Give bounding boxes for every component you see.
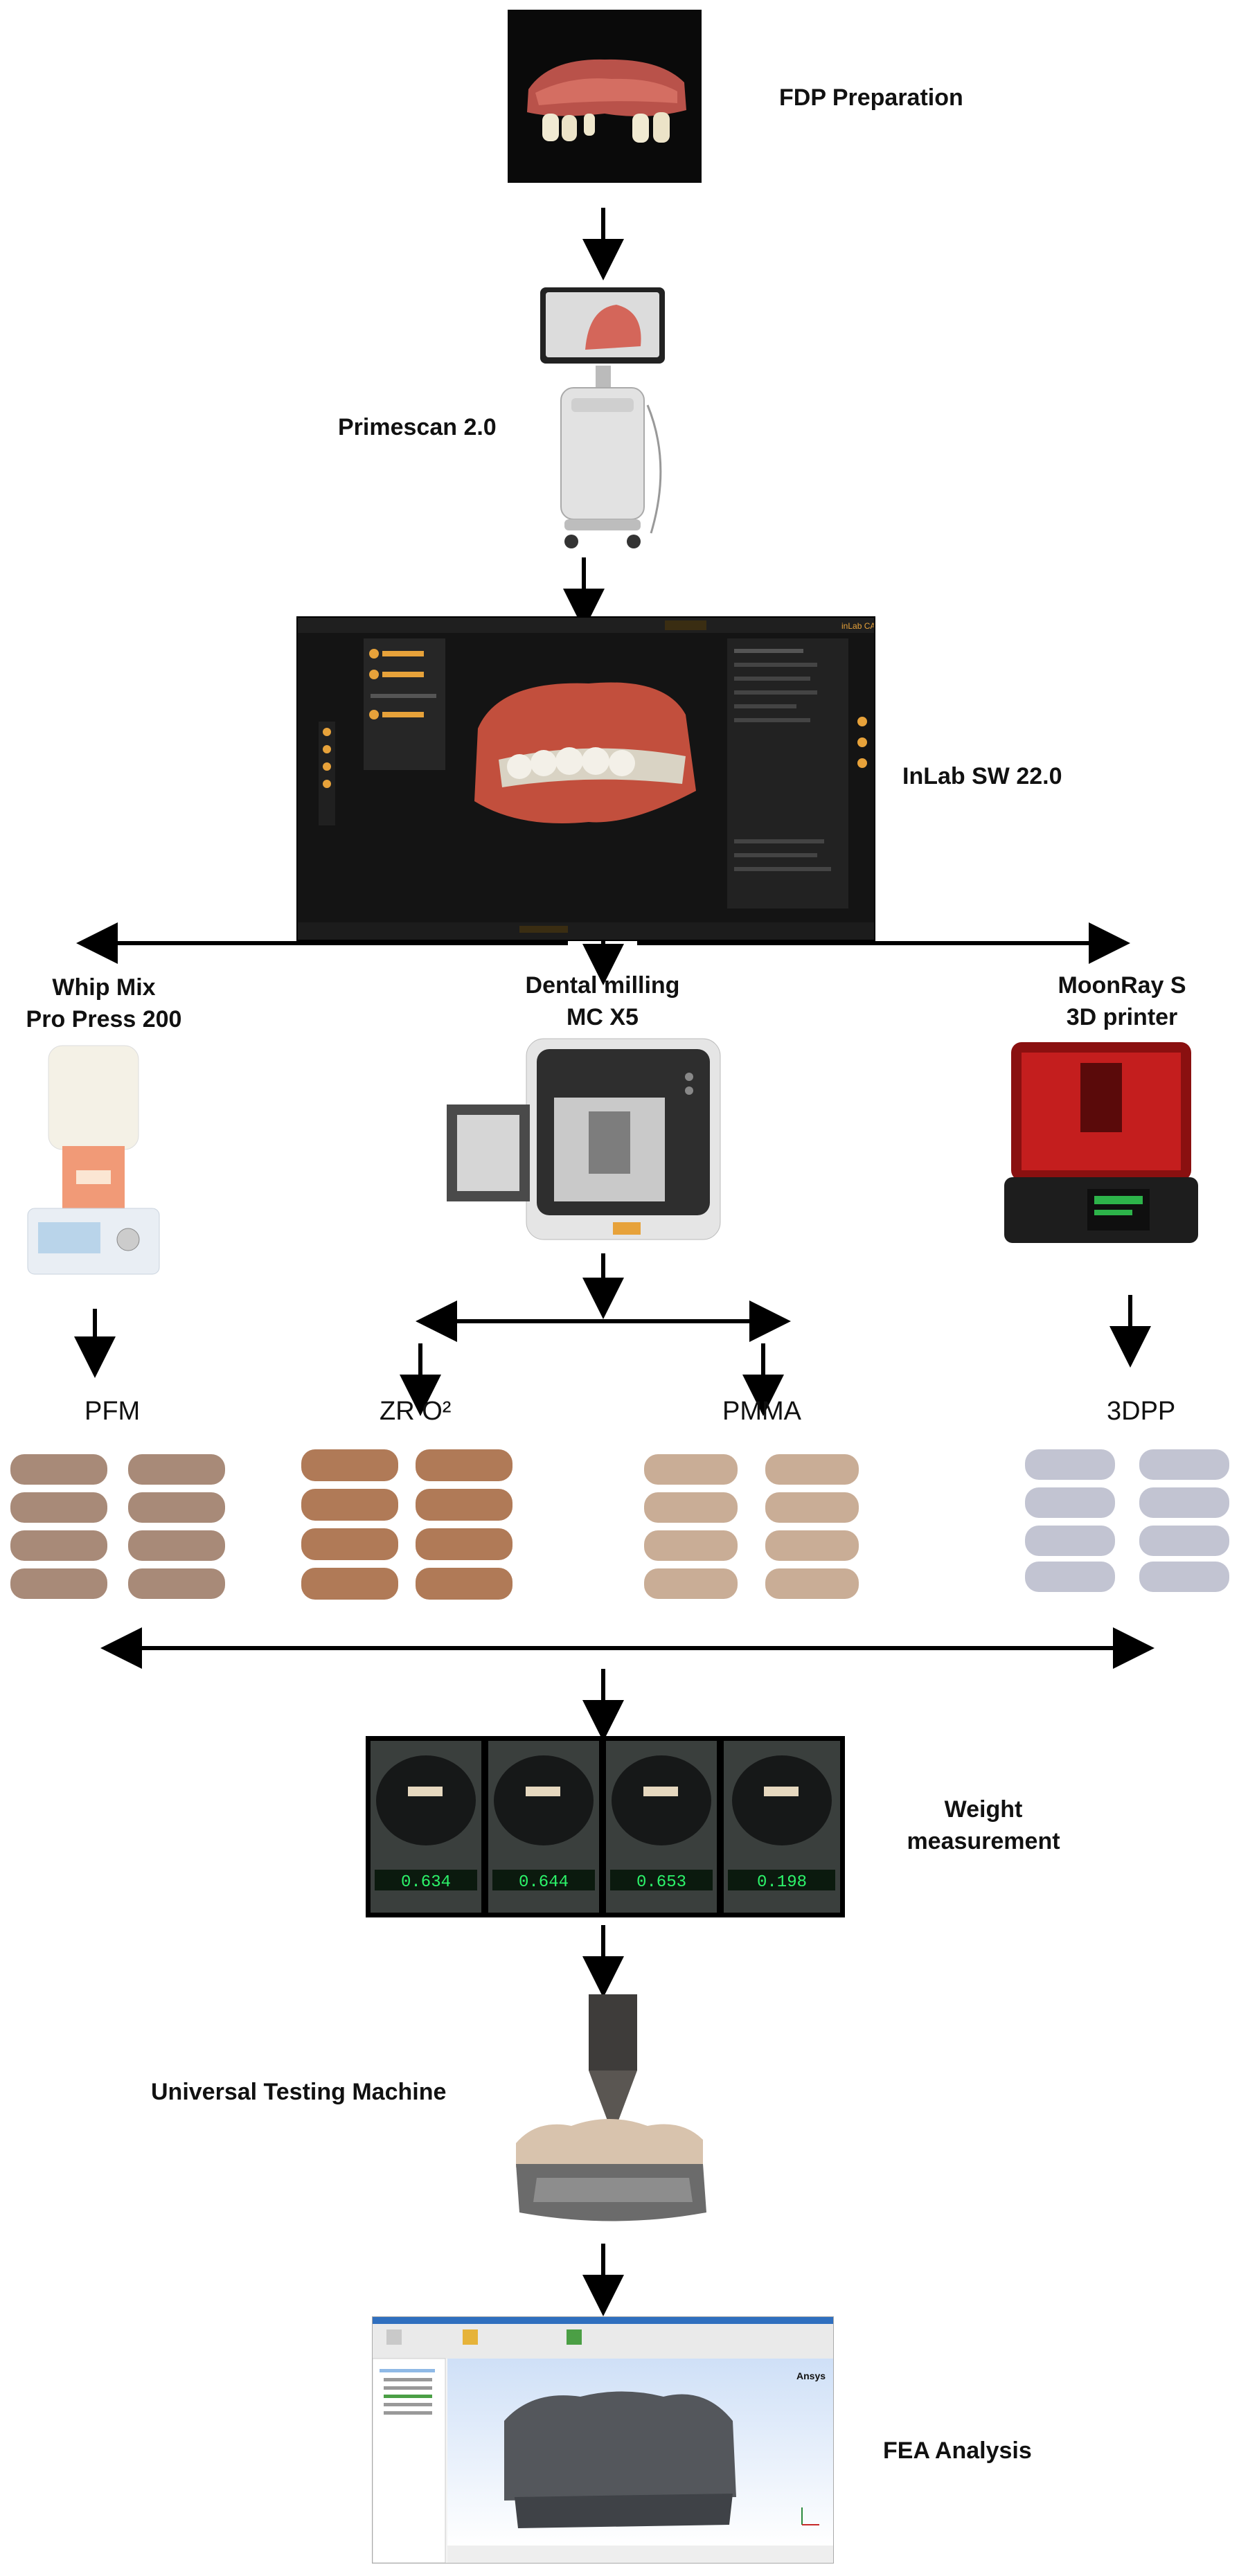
whip-mix-label-line1: Whip Mix [52, 974, 156, 1001]
primescan-device [533, 284, 672, 554]
primescan-cart-illustration [540, 287, 665, 548]
specimen-crown [1139, 1449, 1229, 1480]
specimen-crown [416, 1528, 512, 1560]
scale-photo-3: 0.653 [606, 1741, 717, 1913]
whip-mix-furnace [24, 1042, 163, 1285]
specimen-crown [1025, 1487, 1115, 1518]
fea-analysis-label: FEA Analysis [883, 2438, 1032, 2464]
specimen-crown [128, 1568, 225, 1599]
moonray-label: MoonRay S 3D printer [1018, 969, 1226, 1033]
specimens-pfm [10, 1454, 225, 1599]
specimen-crown [10, 1568, 107, 1599]
dental-model-illustration [527, 59, 686, 143]
specimen-crown [416, 1449, 512, 1481]
specimen-crown [301, 1568, 398, 1600]
scale-photo-2: 0.644 [488, 1741, 599, 1913]
specimen-crown [416, 1568, 512, 1600]
specimen-crown [128, 1492, 225, 1523]
specimen-crown [1025, 1526, 1115, 1556]
ansys-screenshot: Ansys [372, 2316, 834, 2564]
3d-printer-illustration [1004, 1042, 1198, 1243]
inlab-brand-text: inLab CAD [841, 621, 874, 631]
fdp-model-photo [508, 10, 702, 183]
specimen-crown [128, 1454, 225, 1485]
scale-readout-3: 0.653 [636, 1873, 686, 1892]
inlab-label: InLab SW 22.0 [902, 763, 1062, 789]
specimen-crown [301, 1528, 398, 1560]
moonray-label-line2: 3D printer [1066, 1004, 1178, 1030]
specimen-crown [765, 1492, 859, 1523]
specimen-crown [765, 1530, 859, 1561]
specimen-crown [1139, 1562, 1229, 1592]
ansys-logo: Ansys [796, 2370, 826, 2381]
inlab-screenshot: inLab CAD [296, 616, 882, 941]
specimen-crown [128, 1530, 225, 1561]
specimen-crown [1139, 1487, 1229, 1518]
weight-label-line2: measurement [907, 1828, 1060, 1854]
universal-testing-machine-photo [509, 1991, 710, 2237]
weight-measurement-photos: 0.634 0.644 0.653 0.198 [366, 1736, 845, 1917]
group-label-pmma: PMMA [722, 1397, 801, 1426]
specimen-crown [644, 1454, 738, 1485]
moonray-printer [997, 1035, 1205, 1246]
whip-mix-label-line2: Pro Press 200 [26, 1006, 182, 1032]
scale-photo-4: 0.198 [724, 1741, 840, 1913]
milling-machine [443, 1035, 724, 1250]
inlab-ui-illustration: inLab CAD [298, 618, 882, 940]
scale-photo-1: 0.634 [371, 1741, 481, 1913]
whip-mix-label: Whip Mix Pro Press 200 [0, 972, 208, 1035]
specimen-crown [644, 1530, 738, 1561]
group-label-zro2: ZR O² [380, 1397, 452, 1426]
specimen-crown [416, 1489, 512, 1521]
specimen-crown [1025, 1562, 1115, 1592]
milling-label-line1: Dental milling [525, 972, 680, 999]
ansys-ui-illustration: Ansys [372, 2317, 833, 2564]
press-furnace-illustration [27, 1045, 160, 1275]
specimen-crown [10, 1492, 107, 1523]
specimen-crown [1025, 1449, 1115, 1480]
milling-label-line2: MC X5 [567, 1004, 639, 1030]
milling-label: Dental milling MC X5 [485, 969, 720, 1033]
specimens-3dpp [1025, 1449, 1229, 1592]
moonray-label-line1: MoonRay S [1058, 972, 1186, 999]
utm-label: Universal Testing Machine [151, 2079, 447, 2105]
fdp-preparation-label: FDP Preparation [779, 84, 963, 111]
specimen-crown [765, 1568, 859, 1599]
weight-measurement-label: Weight measurement [886, 1794, 1080, 1857]
group-label-pfm: PFM [84, 1397, 141, 1426]
specimen-crown [765, 1454, 859, 1485]
primescan-label: Primescan 2.0 [338, 414, 497, 440]
specimen-crown [1139, 1526, 1229, 1556]
scale-readout-4: 0.198 [757, 1873, 807, 1892]
specimens-zro2 [301, 1449, 512, 1600]
specimen-crown [301, 1489, 398, 1521]
load-test-illustration [516, 1994, 706, 2221]
milling-machine-illustration [447, 1038, 721, 1240]
specimen-crown [644, 1492, 738, 1523]
specimen-crown [301, 1449, 398, 1481]
weight-label-line1: Weight [944, 1796, 1023, 1823]
scale-photos-illustration: 0.634 0.644 0.653 0.198 [371, 1741, 840, 1913]
specimen-crown [10, 1530, 107, 1561]
scale-readout-2: 0.644 [519, 1873, 569, 1892]
scale-readout-1: 0.634 [401, 1873, 451, 1892]
specimen-crown [10, 1454, 107, 1485]
group-label-3dpp: 3DPP [1107, 1397, 1176, 1426]
specimens-pmma [644, 1454, 859, 1599]
specimen-crown [644, 1568, 738, 1599]
